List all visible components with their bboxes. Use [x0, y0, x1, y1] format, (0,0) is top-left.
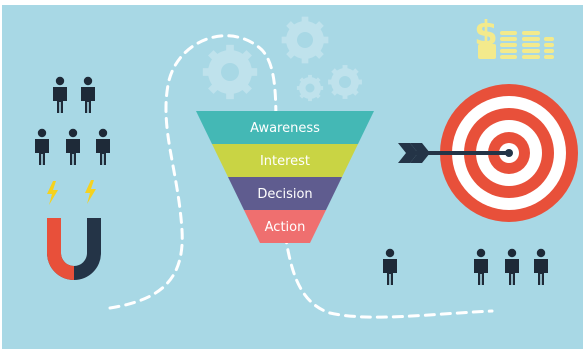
- gear-tooth: [342, 95, 348, 99]
- lightning-icon: [47, 181, 58, 205]
- gear-tooth: [308, 98, 312, 102]
- lightning-icon: [85, 180, 96, 204]
- funnel-label-interest: Interest: [260, 154, 310, 169]
- gear-tooth: [281, 36, 288, 44]
- gear-tooth: [331, 89, 338, 96]
- gear-icon: [328, 65, 362, 99]
- funnel-stage-action: [244, 210, 326, 243]
- gear-tooth: [331, 68, 338, 75]
- gear-tooth: [286, 50, 295, 59]
- funnel-stage-awareness: [196, 111, 374, 144]
- gear-tooth: [202, 68, 209, 76]
- funnel-label-action: Action: [265, 220, 306, 235]
- gear-tooth: [315, 77, 321, 83]
- magnet-icon: [47, 218, 101, 280]
- gear-tooth: [286, 21, 295, 30]
- gear-tooth: [251, 68, 258, 76]
- gear-icon: [281, 16, 329, 64]
- gear-tooth: [352, 68, 359, 75]
- gear-tooth: [357, 79, 362, 85]
- gear-tooth: [299, 93, 305, 99]
- gear-tooth: [328, 79, 333, 85]
- gear-icon: [202, 44, 258, 100]
- funnel-label-decision: Decision: [257, 187, 312, 202]
- gear-tooth: [226, 44, 234, 51]
- arrow-icon: [398, 143, 508, 163]
- gear-tooth: [226, 93, 234, 100]
- gear-tooth: [242, 84, 252, 94]
- gear-tooth: [299, 77, 305, 83]
- gear-tooth: [208, 50, 218, 60]
- target-icon: [440, 84, 578, 222]
- gear-icon: [296, 74, 324, 102]
- gear-tooth: [208, 84, 218, 94]
- dollar-coins-icon: $: [474, 14, 554, 59]
- gear-tooth: [301, 58, 309, 64]
- funnel-stage-interest: [212, 144, 358, 177]
- gear-tooth: [342, 65, 348, 69]
- gear-tooth: [315, 50, 324, 59]
- funnel-stage-decision: [228, 177, 342, 210]
- gear-tooth: [352, 89, 359, 96]
- gear-tooth: [315, 93, 321, 99]
- funnel-label-awareness: Awareness: [250, 121, 320, 136]
- gear-tooth: [308, 74, 312, 78]
- gear-tooth: [301, 16, 309, 22]
- gear-tooth: [315, 21, 324, 30]
- dashed-flow-path: [108, 34, 494, 319]
- sales-funnel: Awareness Interest Decision Action: [196, 111, 374, 243]
- gear-tooth: [242, 50, 252, 60]
- gear-tooth: [322, 36, 329, 44]
